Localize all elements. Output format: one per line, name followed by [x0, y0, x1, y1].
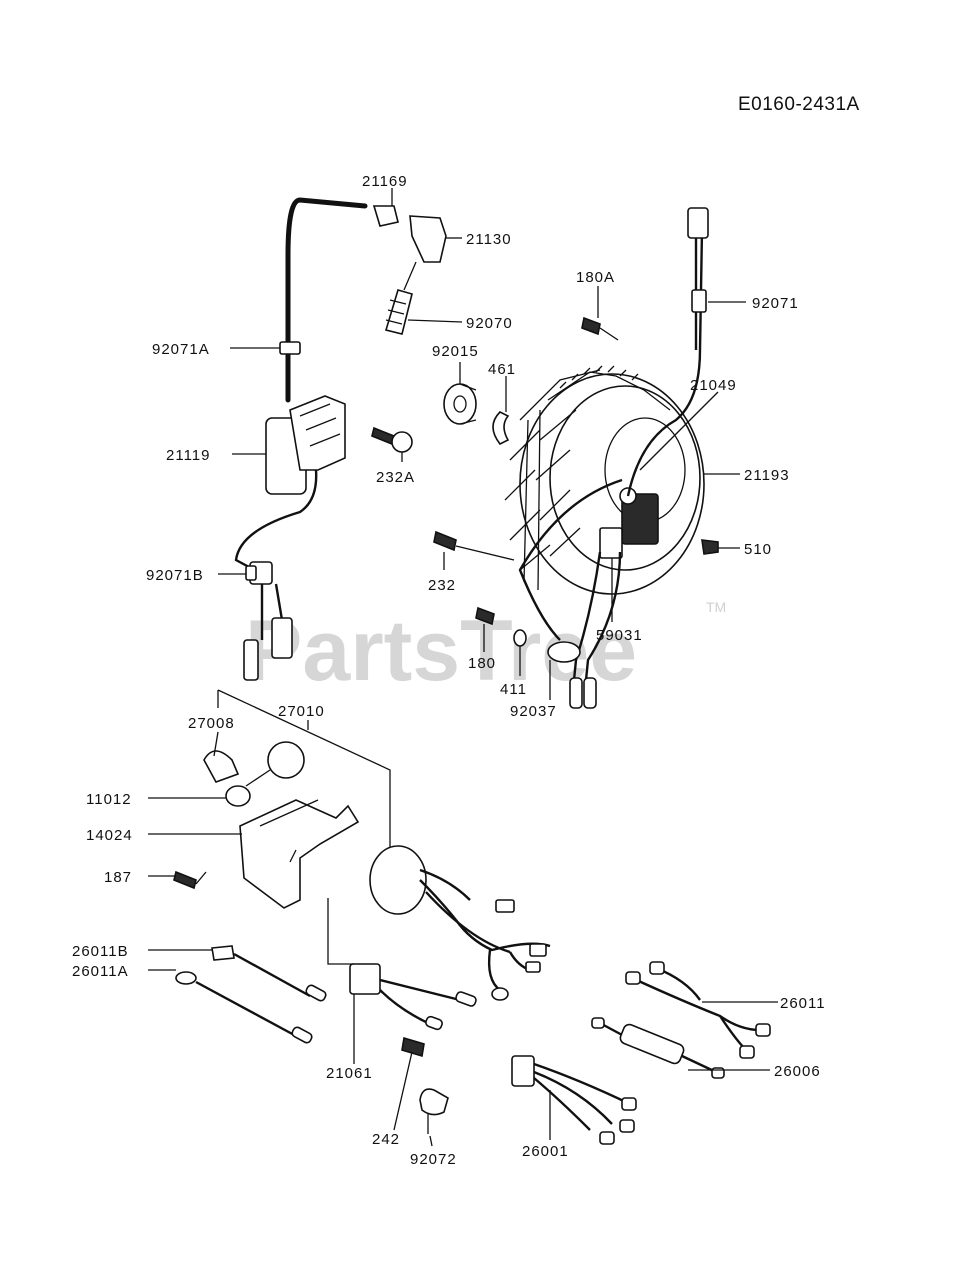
collar-92015[interactable] [443, 383, 477, 425]
bolt-232a[interactable] [371, 426, 413, 453]
callout-510[interactable]: 510 [744, 541, 772, 558]
switch-27008[interactable] [203, 750, 240, 783]
control-box-frame-27010[interactable] [217, 689, 391, 860]
callout-411[interactable]: 411 [500, 681, 527, 698]
callout-21049[interactable]: 21049 [690, 377, 737, 394]
callout-59031[interactable]: 59031 [596, 627, 643, 644]
callout-92015[interactable]: 92015 [432, 343, 479, 360]
callout-232[interactable]: 232 [428, 577, 456, 594]
callout-14024[interactable]: 14024 [86, 827, 133, 844]
spark-plug-92070[interactable] [384, 289, 413, 335]
callout-187[interactable]: 187 [104, 869, 132, 886]
callout-21193[interactable]: 21193 [744, 467, 790, 484]
clip-92072[interactable] [419, 1088, 449, 1134]
callout-180[interactable]: 180 [468, 655, 496, 672]
lead-26011a[interactable] [175, 971, 313, 1044]
switch-21061[interactable] [327, 898, 477, 1031]
diode-26006[interactable] [591, 1017, 725, 1079]
bolt-232[interactable] [433, 530, 515, 561]
magnet-59031[interactable] [599, 527, 623, 559]
callout-92072[interactable]: 92072 [410, 1151, 457, 1168]
callout-92070[interactable]: 92070 [466, 315, 513, 332]
callout-11012[interactable]: 11012 [86, 791, 132, 808]
bolt-180[interactable] [475, 606, 495, 626]
callout-27010[interactable]: 27010 [278, 703, 325, 720]
lead-26011b[interactable] [211, 945, 327, 1002]
cable-92037[interactable] [518, 478, 623, 663]
plate-11012[interactable] [225, 741, 305, 807]
watermark-trademark: TM [706, 599, 726, 615]
callout-21130[interactable]: 21130 [466, 231, 512, 248]
washer-411[interactable] [513, 629, 527, 647]
bolt-180a[interactable] [581, 316, 619, 341]
alternator-coil-21049[interactable] [619, 487, 659, 545]
bolt-242[interactable] [401, 1036, 425, 1058]
clamp-92071a[interactable] [279, 341, 301, 355]
callout-232a[interactable]: 232A [376, 469, 415, 486]
key-461[interactable] [492, 411, 510, 446]
ignition-coil-21119[interactable] [234, 197, 368, 681]
callout-180a[interactable]: 180A [576, 269, 615, 286]
leader-lines [148, 188, 778, 1147]
callout-27008[interactable]: 27008 [188, 715, 235, 732]
flywheel-ring-teeth [559, 365, 639, 389]
callout-26011[interactable]: 26011 [780, 995, 826, 1012]
harness-26011[interactable] [625, 961, 771, 1059]
callout-92071a[interactable]: 92071A [152, 341, 210, 358]
callout-26011a[interactable]: 26011A [72, 963, 129, 980]
terminal-21169[interactable] [372, 205, 399, 227]
callout-242[interactable]: 242 [372, 1131, 400, 1148]
control-module[interactable] [369, 845, 551, 1001]
cap-510[interactable] [701, 539, 719, 555]
plug-cap-21130[interactable] [403, 215, 447, 291]
screw-187[interactable] [173, 870, 207, 890]
stator-lead-92071[interactable] [626, 207, 709, 497]
diagram-reference-code: E0160-2431A [738, 94, 860, 115]
bracket-14024[interactable] [239, 799, 360, 909]
callout-21169[interactable]: 21169 [362, 173, 408, 190]
callout-92071b[interactable]: 92071B [146, 567, 204, 584]
clamp-92071b[interactable] [245, 565, 257, 581]
callout-26011b[interactable]: 26011B [72, 943, 129, 960]
callout-92071[interactable]: 92071 [752, 295, 799, 312]
callout-labels: 21169 21130 180A 92071 92070 92015 461 9… [72, 173, 826, 1168]
callout-461[interactable]: 461 [488, 361, 516, 378]
callout-26006[interactable]: 26006 [774, 1063, 821, 1080]
harness-26001[interactable] [511, 1055, 637, 1145]
callout-26001[interactable]: 26001 [522, 1143, 569, 1160]
callout-92037[interactable]: 92037 [510, 703, 557, 720]
callout-21119[interactable]: 21119 [166, 447, 211, 464]
callout-21061[interactable]: 21061 [326, 1065, 373, 1082]
flywheel-21193[interactable] [504, 369, 705, 595]
